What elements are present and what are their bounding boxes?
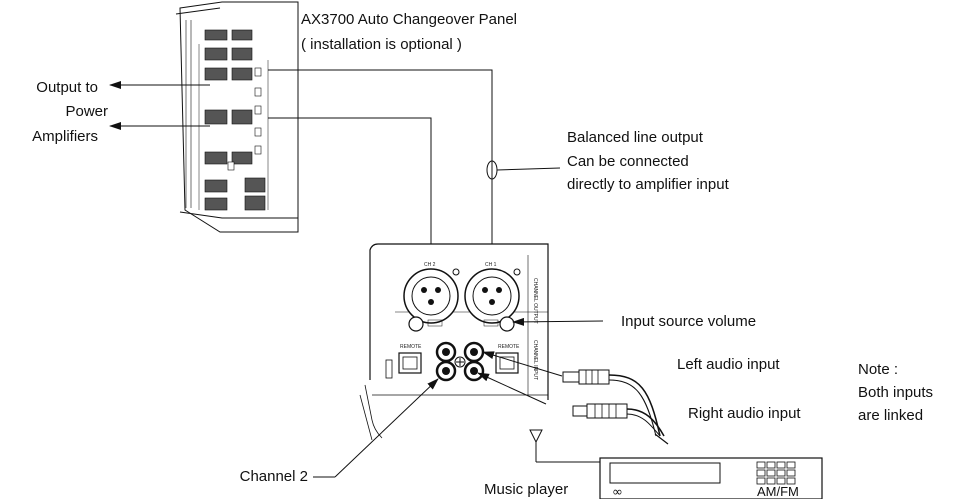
output-arrows <box>109 81 210 130</box>
rca-jacks[interactable] <box>435 341 485 382</box>
balanced-cables <box>268 69 561 256</box>
volume-knob-ch2[interactable] <box>408 316 424 332</box>
ch1-tag: CH 1 <box>485 262 497 268</box>
balanced-label-line2: Can be connected <box>567 153 689 170</box>
output-label-line3: Amplifiers <box>32 128 98 145</box>
player-buttons[interactable] <box>756 461 796 485</box>
remote-tag-left: REMOTE <box>400 344 422 350</box>
panel-title: AX3700 Auto Changeover Panel <box>301 11 517 28</box>
ch2-tag: CH 2 <box>424 262 436 268</box>
balanced-label-line1: Balanced line output <box>567 129 703 146</box>
remote-jack-right[interactable] <box>495 352 519 374</box>
note-label-line2: Both inputs <box>858 384 934 401</box>
right-audio-label: Right audio input <box>688 405 801 422</box>
left-audio-label: Left audio input <box>677 356 780 373</box>
player-band: AM/FM <box>757 484 799 499</box>
xlr-connector-ch1 <box>464 268 521 324</box>
rca-cables <box>482 351 669 445</box>
volume-knob-ch1[interactable] <box>499 316 515 332</box>
panel-subtitle: ( installation is optional ) <box>301 36 462 53</box>
output-label-line2: Power <box>65 103 108 120</box>
amplifier-rear-panel: CH 2 CH 1 CHANNEL OUTPUT CHANNEL INPUT R… <box>359 243 549 441</box>
input-volume-label: Input source volume <box>621 313 757 330</box>
note-label-line1: Note : <box>858 361 899 378</box>
player-symbol: ∞ <box>612 485 623 499</box>
player-display <box>609 462 721 484</box>
remote-tag-right: REMOTE <box>498 344 520 350</box>
channel2-label: Channel 2 <box>239 468 308 485</box>
xlr-connector-ch2 <box>403 268 460 324</box>
channel-input-tag: CHANNEL INPUT <box>532 340 538 380</box>
balanced-label-line3: directly to amplifier input <box>567 176 729 193</box>
channel-output-tag: CHANNEL OUTPUT <box>532 278 538 324</box>
note-label-line3: are linked <box>858 407 924 424</box>
output-label-line1: Output to <box>36 79 98 96</box>
music-player: ∞ AM/FM <box>529 429 823 499</box>
music-player-label: Music player <box>484 481 569 498</box>
changeover-panel <box>175 1 299 233</box>
callout-lines <box>313 317 604 478</box>
remote-jack-left[interactable] <box>398 352 422 374</box>
